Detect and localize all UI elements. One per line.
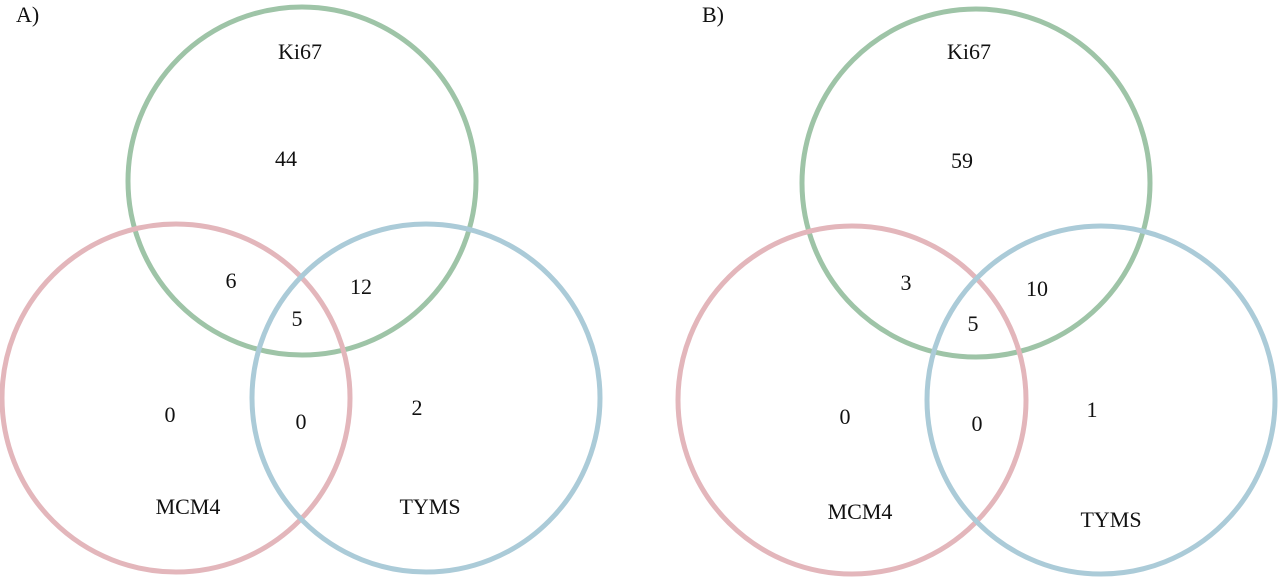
count-ki67-only: 44 — [275, 146, 297, 171]
count-mcm4-tyms: 0 — [972, 411, 983, 436]
mcm4-label: MCM4 — [156, 494, 221, 519]
count-tyms-only: 2 — [412, 395, 423, 420]
tyms-label: TYMS — [399, 494, 460, 519]
count-all-three: 5 — [968, 311, 979, 336]
count-mcm4-only: 0 — [165, 402, 176, 427]
count-ki67-mcm4: 3 — [901, 270, 912, 295]
count-ki67-tyms: 10 — [1026, 276, 1048, 301]
count-all-three: 5 — [292, 306, 303, 331]
count-ki67-only: 59 — [951, 148, 973, 173]
ki67-label: Ki67 — [278, 39, 322, 64]
count-mcm4-only: 0 — [840, 404, 851, 429]
ki67-circle — [125, 4, 479, 358]
panel-label: A) — [16, 2, 39, 27]
venn-panel-a: A) Ki67 MCM4 TYMS 44 6 12 5 0 0 2 — [0, 2, 603, 575]
tyms-label: TYMS — [1080, 507, 1141, 532]
count-tyms-only: 1 — [1087, 397, 1098, 422]
ki67-circle — [799, 6, 1153, 360]
mcm4-circle — [675, 223, 1029, 577]
venn-panel-b: B) Ki67 MCM4 TYMS 59 3 10 5 0 0 1 — [675, 2, 1278, 577]
tyms-circle — [249, 221, 603, 575]
ki67-label: Ki67 — [947, 39, 991, 64]
tyms-circle — [924, 223, 1278, 577]
count-ki67-tyms: 12 — [350, 274, 372, 299]
mcm4-circle — [0, 221, 353, 575]
count-ki67-mcm4: 6 — [226, 268, 237, 293]
count-mcm4-tyms: 0 — [296, 409, 307, 434]
panel-label: B) — [702, 2, 724, 27]
mcm4-label: MCM4 — [828, 499, 893, 524]
